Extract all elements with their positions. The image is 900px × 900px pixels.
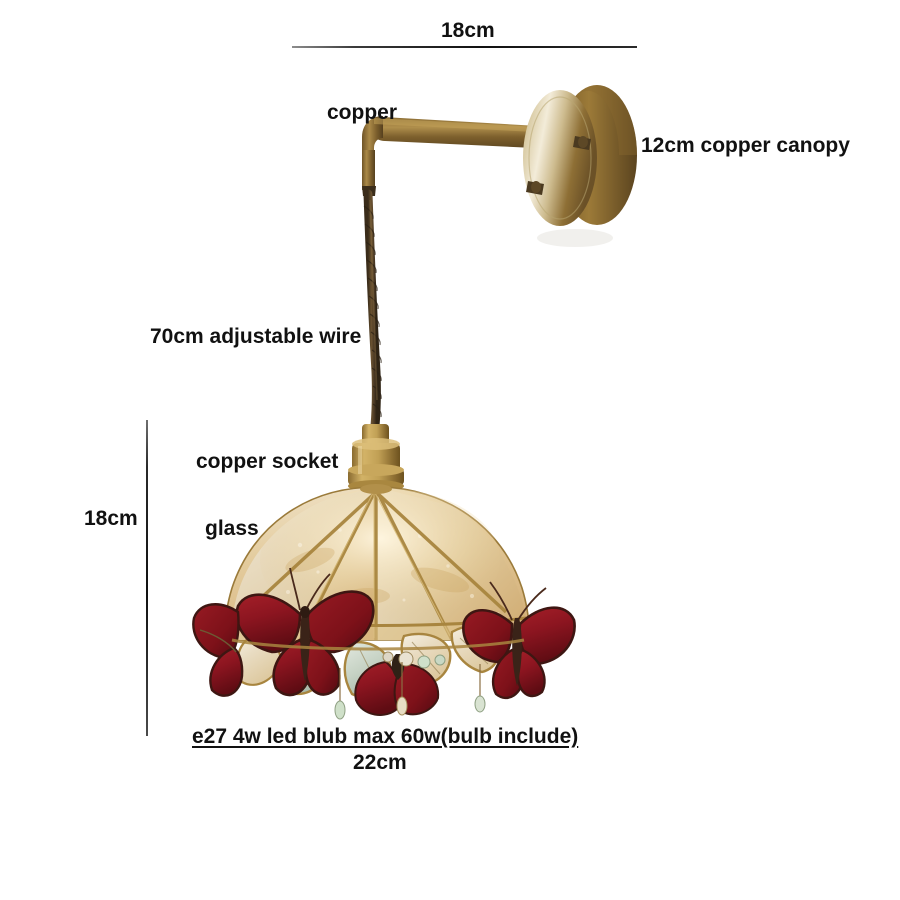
label-shade-width: 22cm — [353, 751, 407, 774]
label-bulb-spec: e27 4w led blub max 60w(bulb include) — [192, 725, 579, 748]
label-adjustable-wire: 70cm adjustable wire — [150, 325, 362, 348]
shade-rim-decoration — [192, 567, 576, 720]
label-copper-socket: copper socket — [196, 450, 339, 473]
label-glass: glass — [205, 517, 259, 540]
label-copper-canopy: 12cm copper canopy — [641, 134, 850, 157]
butterfly-far-left — [192, 603, 244, 697]
butterfly-left — [235, 567, 375, 697]
copper-arm — [362, 116, 556, 196]
hanging-beads — [334, 662, 486, 720]
copper-canopy — [523, 85, 637, 247]
shade-height-dimension-line — [146, 420, 148, 736]
label-top-width: 18cm — [441, 19, 495, 42]
label-copper-arm: copper — [327, 101, 398, 124]
copper-socket — [348, 424, 404, 492]
butterfly-right — [462, 581, 576, 700]
adjustable-wire — [363, 189, 382, 431]
top-width-dimension-line — [292, 46, 637, 48]
label-shade-height: 18cm — [84, 507, 138, 530]
